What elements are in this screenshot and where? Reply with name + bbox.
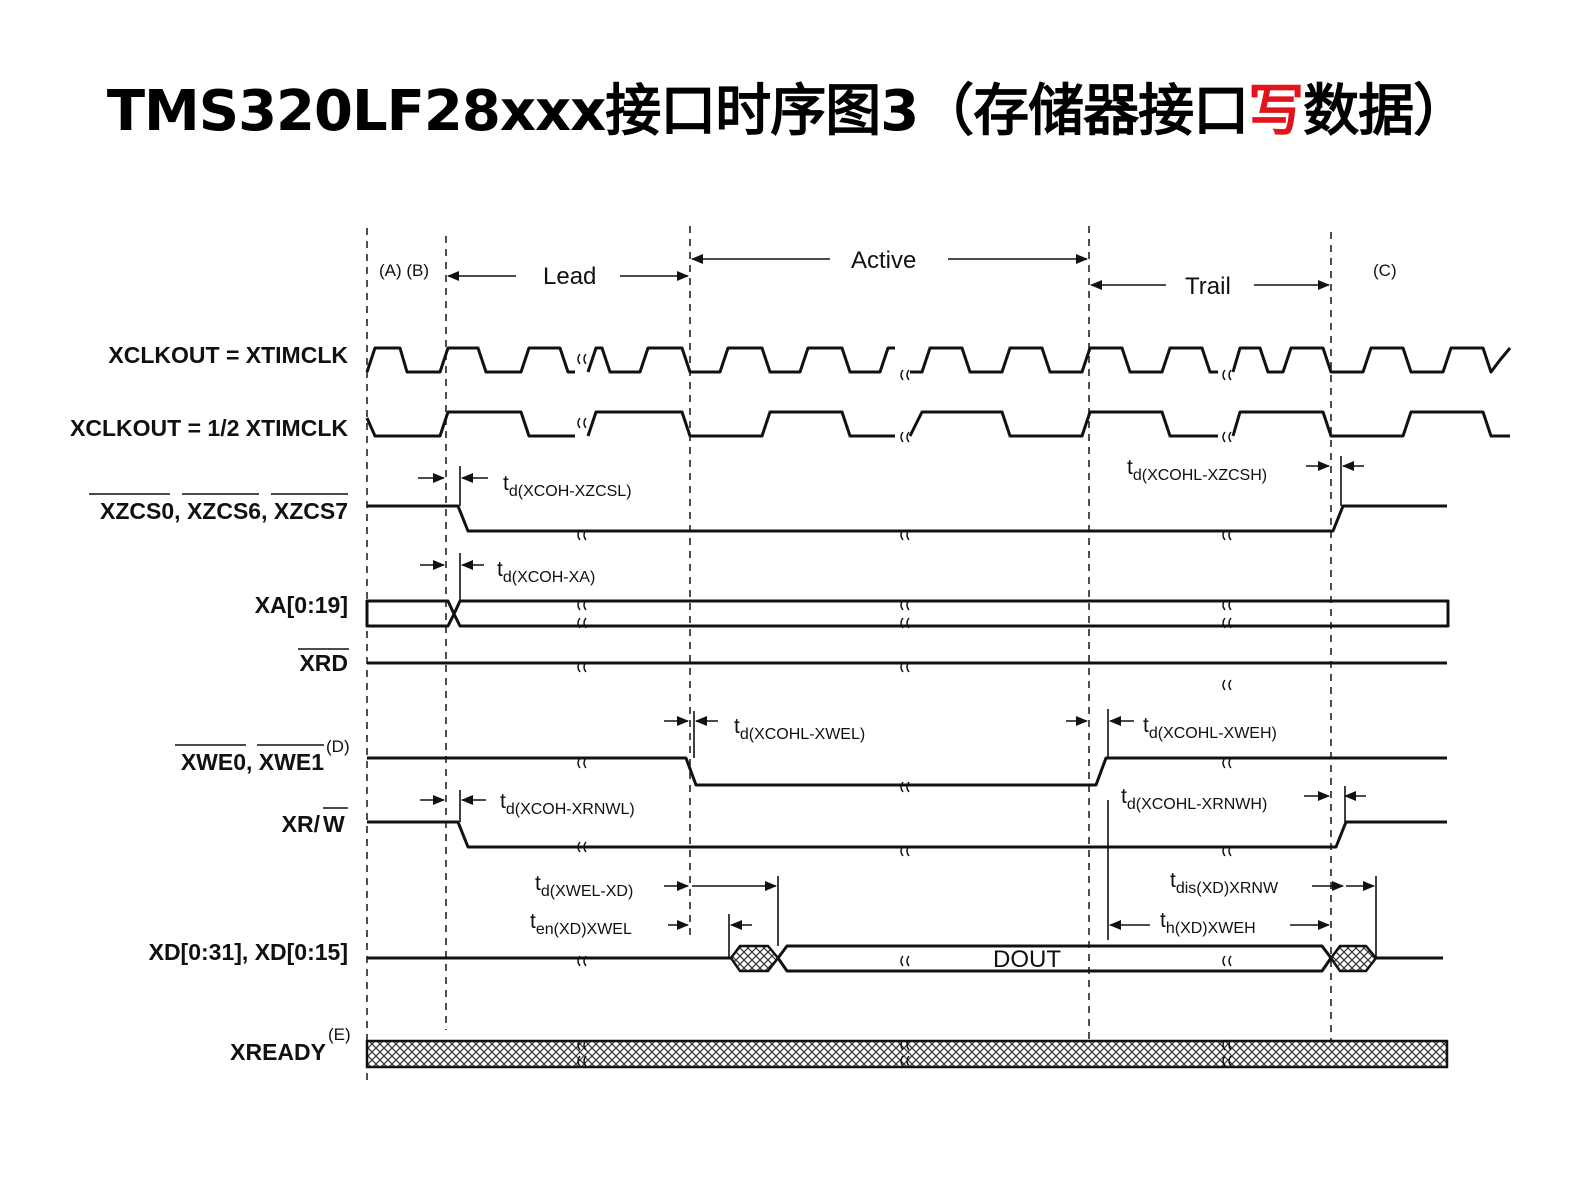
timing-annotations: td(XCOH-XZCSL) td(XCOHL-XZCSH) td(XCOH-X… [418,456,1377,958]
timing-t1: td(XCOH-XZCSL) [503,472,632,500]
title-suffix: 数据） [1303,79,1469,144]
signal-xready: XREADY [230,1039,326,1065]
signal-xd: XD[0:31], XD[0:15] [149,939,348,965]
title-prefix: TMS320LF28xxx接口时序图3（存储器接口 [106,79,1249,144]
phase-labels: (A) (B) Lead Active Trail (C) [379,247,1397,300]
label-trail: Trail [1185,273,1231,300]
xa-bus [365,599,1450,628]
timing-t8: td(XWEL-XD) [535,872,633,900]
signal-xready-note: (E) [328,1025,351,1044]
signal-xrw-a: XR/ [282,811,321,837]
signal-xzcs: XZCS0, XZCS6, XZCS7 [100,498,348,524]
signal-labels: XCLKOUT = XTIMCLK XCLKOUT = 1/2 XTIMCLK … [70,342,351,1065]
timing-t9: ten(XD)XWEL [530,910,632,938]
xd-dout-label: DOUT [993,946,1061,973]
xrw-waveform [367,820,1447,849]
timing-t3: td(XCOH-XA) [497,558,595,586]
phase-boundaries [366,226,1332,1080]
signal-clk1: XCLKOUT = XTIMCLK [108,342,348,368]
break-marks [577,353,1232,1067]
label-c: (C) [1373,261,1397,280]
label-lead: Lead [543,263,596,290]
timing-t11: th(XD)XWEH [1160,909,1256,937]
label-ab: (A) (B) [379,261,429,280]
clk2-waveform [365,410,1510,438]
timing-t6: td(XCOH-XRNWL) [500,790,635,818]
timing-t2: td(XCOHL-XZCSH) [1127,456,1267,484]
signal-xrd: XRD [299,650,348,676]
slide-title: TMS320LF28xxx接口时序图3（存储器接口写数据） [0,72,1575,152]
signal-xwe: XWE0, XWE1 [181,749,324,775]
signal-clk2: XCLKOUT = 1/2 XTIMCLK [70,415,348,441]
signal-xrw-b: W [323,811,345,837]
timing-t4: td(XCOHL-XWEL) [734,715,865,743]
signal-xa: XA[0:19] [255,592,348,618]
xd-bus: DOUT [367,944,1443,973]
title-highlight: 写 [1248,79,1304,144]
xwe-waveform [367,756,1447,787]
xzcs-waveform [367,504,1447,533]
clk1-waveform [365,346,1512,374]
signal-xwe-note: (D) [326,737,350,756]
label-active: Active [851,247,916,274]
timing-t7: td(XCOHL-XRNWH) [1121,785,1267,813]
timing-t5: td(XCOHL-XWEH) [1143,714,1277,742]
timing-t10: tdis(XD)XRNW [1170,869,1279,897]
